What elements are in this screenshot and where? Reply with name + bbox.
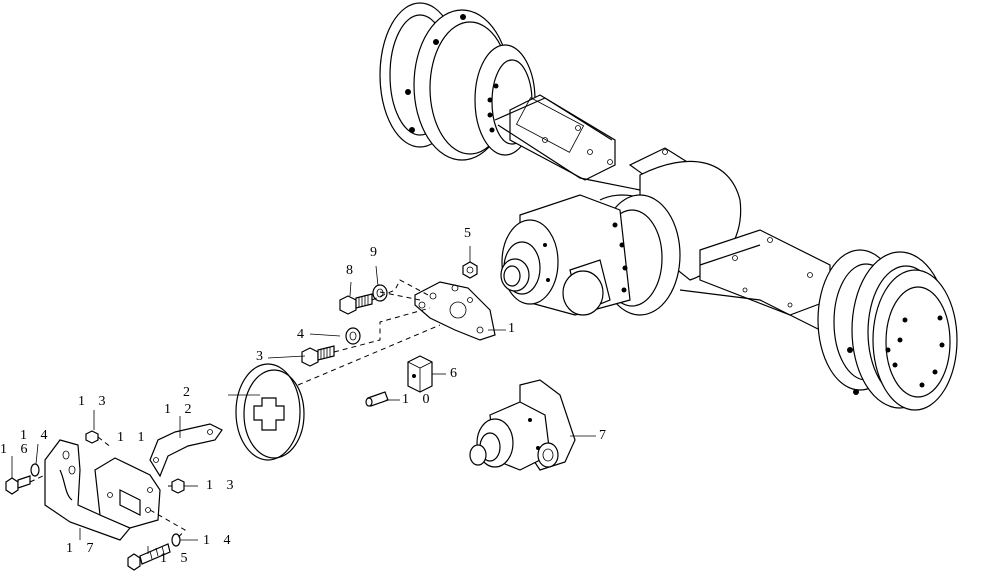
callout-4: 4 — [297, 327, 309, 342]
part-5-nut — [462, 261, 478, 279]
part-10-pin — [365, 391, 389, 407]
part-14-washer-upper — [30, 463, 40, 477]
callout-17: 1 7 — [66, 541, 99, 556]
callout-15: 1 5 — [160, 551, 193, 566]
part-15-bolt — [127, 543, 171, 571]
callout-10: 1 0 — [402, 392, 435, 407]
part-1-mounting-plate — [414, 281, 496, 341]
callout-2: 2 — [183, 385, 195, 400]
part-6-block — [407, 355, 433, 393]
part-13-nut-upper — [85, 430, 99, 444]
part-2-coupling-disc — [235, 363, 305, 461]
callout-8: 8 — [346, 263, 358, 278]
part-16-bolt — [5, 475, 31, 495]
part-7-pump — [469, 379, 576, 471]
callout-11: 1 1 — [117, 430, 150, 445]
callout-1: 1 — [508, 321, 520, 336]
callout-3: 3 — [256, 349, 268, 364]
leader-lines — [11, 246, 596, 554]
callout-13-lower: 1 3 — [206, 478, 239, 493]
callout-16: 1 6 — [0, 442, 33, 457]
part-12-bracket-strap — [149, 423, 223, 478]
callout-7: 7 — [599, 428, 611, 443]
axle-assembly — [379, 2, 958, 411]
part-13-nut-lower — [171, 478, 185, 494]
part-17-support-bracket — [44, 439, 161, 541]
part-3-bolt — [301, 345, 335, 367]
right-wheel-hub — [817, 249, 958, 411]
callout-5: 5 — [464, 226, 476, 241]
part-4-washer — [345, 327, 361, 345]
callout-12: 1 2 — [164, 402, 197, 417]
assembly-lines — [29, 279, 441, 541]
differential-housing — [500, 194, 681, 316]
callout-14-upper: 1 4 — [20, 428, 53, 443]
part-8-bolt — [339, 293, 373, 315]
callout-14-lower: 1 4 — [203, 533, 236, 548]
callout-9: 9 — [370, 245, 382, 260]
callout-13-upper: 1 3 — [78, 394, 111, 409]
part-14-washer-lower — [171, 533, 181, 547]
callout-6: 6 — [450, 366, 462, 381]
